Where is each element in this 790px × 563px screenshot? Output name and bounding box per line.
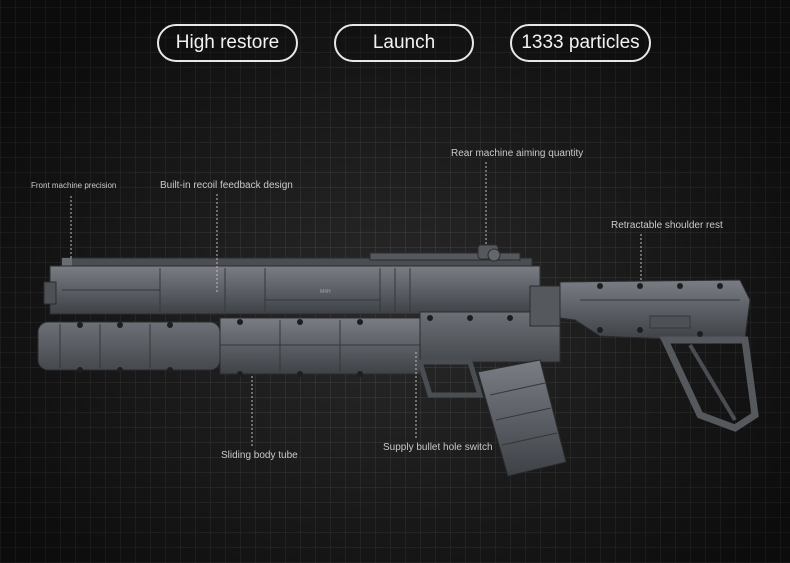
badge-launch: Launch [334,24,474,62]
badge-label: High restore [175,32,280,53]
badge-particles: 1333 particles [510,24,651,62]
receiver-panel-lines [62,268,411,312]
badge-label: Launch [372,32,436,53]
muzzle [43,281,57,305]
annotation-retractable-shoulder-rest: Retractable shoulder rest [611,220,723,231]
callout-lines [70,162,642,448]
annotation-supply-bullet-hole-switch: Supply bullet hole switch [383,442,493,453]
annotation-sliding-body-tube: Sliding body tube [221,450,298,461]
annotation-recoil-feedback: Built-in recoil feedback design [160,180,293,191]
product-marking: M4H [320,289,331,295]
magazine [477,359,567,477]
retractable-stock [559,279,759,432]
stud-holes [77,283,723,377]
annotation-rear-machine-aiming: Rear machine aiming quantity [451,148,584,159]
front-sight [62,258,72,268]
badge-label: 1333 particles [521,32,640,53]
rear-sight [477,244,501,262]
annotation-front-machine-precision: Front machine precision [31,181,117,190]
stock-joint [529,285,561,327]
badge-high-restore: High restore [157,24,298,62]
sliding-body-tube [37,317,421,375]
